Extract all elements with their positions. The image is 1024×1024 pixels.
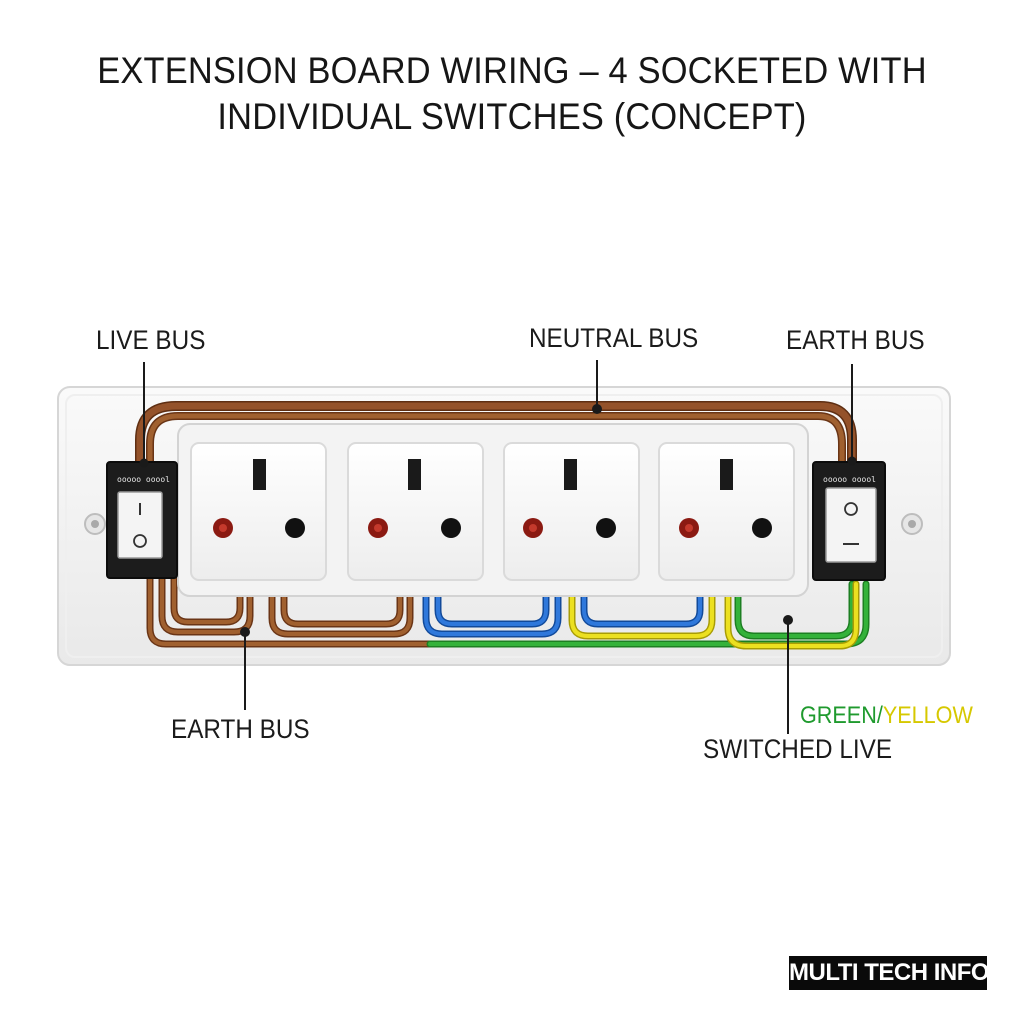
left-switch-caption: ooooo ooool — [117, 475, 170, 484]
left-rocker-switch[interactable]: ooooo ooool — [106, 461, 178, 579]
switched-live-label: SWITCHED LIVE — [703, 734, 893, 764]
socket-1 — [190, 442, 327, 581]
green-text: GREEN/ — [800, 702, 883, 729]
earth-bus-label-top: EARTH BUS — [786, 325, 925, 355]
leader-lines — [139, 360, 857, 734]
earth-pin-slot — [564, 459, 577, 490]
neutral-pin-hole — [285, 518, 305, 538]
title-line-1: EXTENSION BOARD WIRING – 4 SOCKETED WITH — [97, 50, 927, 91]
live-bus-label: LIVE BUS — [96, 325, 206, 355]
socket-3 — [503, 442, 640, 581]
neutral-pin-hole — [752, 518, 772, 538]
neutral-bus-label: NEUTRAL BUS — [529, 323, 699, 353]
title-line-2: INDIVIDUAL SWITCHES (CONCEPT) — [217, 96, 807, 137]
neutral-pin-hole — [596, 518, 616, 538]
green-yellow-label: GREEN/YELLOW — [800, 701, 973, 731]
yellow-text: YELLOW — [882, 702, 973, 729]
neutral-pin-hole — [441, 518, 461, 538]
socket-2 — [347, 442, 484, 581]
earth-pin-slot — [253, 459, 266, 490]
right-screw-icon — [901, 513, 923, 535]
bottom-wiring — [146, 574, 870, 650]
right-rocker-switch[interactable]: ooooo ooool — [812, 461, 886, 581]
switch-off-mark-icon — [133, 534, 147, 548]
right-switch-caption: ooooo ooool — [823, 475, 876, 484]
brand-watermark: MULTI TECH INFO — [789, 956, 990, 990]
left-screw-icon — [84, 513, 106, 535]
socket-4 — [658, 442, 795, 581]
live-bus-wire — [135, 401, 857, 475]
earth-pin-slot — [720, 459, 733, 490]
switch-off-mark-icon — [844, 502, 858, 516]
earth-bus-label-bottom: EARTH BUS — [171, 714, 310, 744]
earth-pin-slot — [408, 459, 421, 490]
page-title: EXTENSION BOARD WIRING – 4 SOCKETED WITH… — [36, 48, 988, 140]
